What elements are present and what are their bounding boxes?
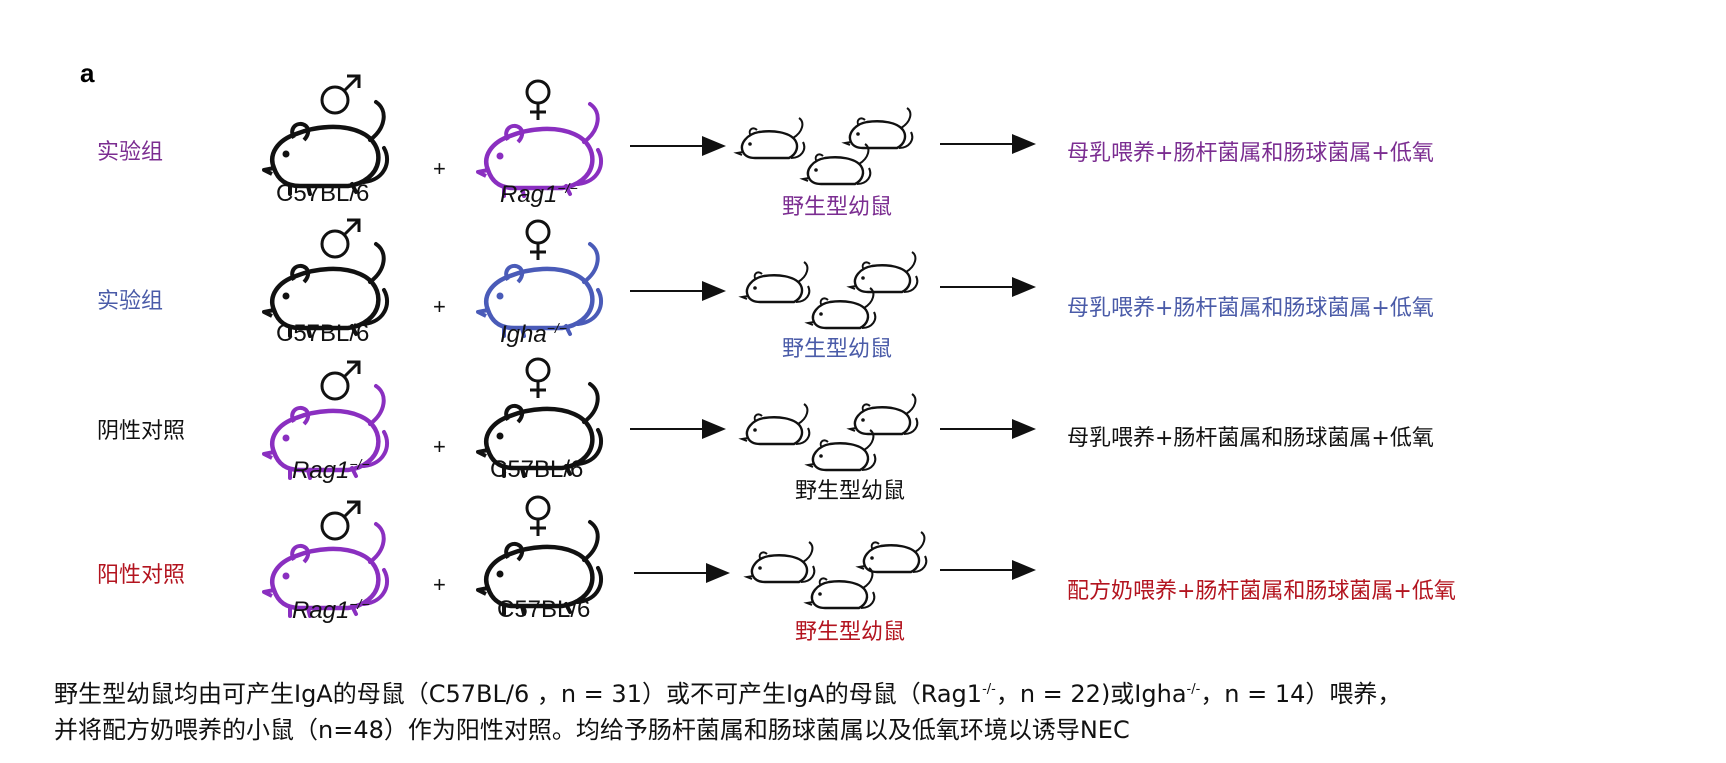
pups-icon bbox=[740, 392, 919, 472]
row4-pups-label: 野生型幼鼠 bbox=[795, 620, 906, 645]
arrow-icon bbox=[630, 281, 726, 301]
row3-plus: + bbox=[433, 434, 446, 459]
panel-label: a bbox=[80, 58, 95, 88]
female-symbol-icon bbox=[525, 357, 551, 398]
female-symbol-icon bbox=[525, 219, 551, 260]
arrow-icon bbox=[940, 419, 1036, 439]
row1-female-strain: Rag1−/− bbox=[500, 180, 578, 208]
row4-male-strain: Rag1−/− bbox=[292, 596, 370, 624]
male-symbol-icon bbox=[320, 218, 361, 259]
row4-group-label: 阳性对照 bbox=[97, 563, 186, 588]
arrow-icon bbox=[940, 560, 1036, 580]
pups-icon bbox=[735, 106, 914, 186]
pups-icon bbox=[740, 250, 919, 330]
male-symbol-icon bbox=[320, 360, 361, 401]
caption-line-1: 野生型幼鼠均由可产生IgA的母鼠（C57BL/6 ，n = 31）或不可产生Ig… bbox=[54, 680, 1402, 708]
arrow-icon bbox=[630, 419, 726, 439]
male-symbol-icon bbox=[320, 74, 361, 115]
row1-pups-label: 野生型幼鼠 bbox=[782, 195, 893, 220]
caption-line-2: 并将配方奶喂养的小鼠（n=48）作为阳性对照。均给予肠杆菌属和肠球菌属以及低氧环… bbox=[54, 716, 1130, 744]
female-symbol-icon bbox=[525, 495, 551, 536]
row3-male-strain: Rag1−/− bbox=[292, 456, 370, 484]
row2-female-strain: Igha−/− bbox=[500, 320, 567, 348]
row3-treatment: 母乳喂养+肠杆菌属和肠球菌属+低氧 bbox=[1067, 426, 1434, 451]
arrow-icon bbox=[634, 563, 730, 583]
row3-female-strain: C57BL/6 bbox=[490, 456, 584, 483]
arrow-icon bbox=[940, 277, 1036, 297]
row4-plus: + bbox=[433, 572, 446, 597]
arrow-icon bbox=[630, 136, 726, 156]
row1-plus: + bbox=[433, 156, 446, 181]
row2-group-label: 实验组 bbox=[97, 289, 164, 314]
row3-group-label: 阴性对照 bbox=[97, 419, 186, 444]
male-symbol-icon bbox=[320, 500, 361, 541]
row2-pups-label: 野生型幼鼠 bbox=[782, 337, 893, 362]
row3-pups-label: 野生型幼鼠 bbox=[795, 479, 906, 504]
row4-female-strain: C57BL/6 bbox=[497, 596, 591, 623]
row1-treatment: 母乳喂养+肠杆菌属和肠球菌属+低氧 bbox=[1067, 141, 1434, 166]
row2-plus: + bbox=[433, 294, 446, 319]
figure-caption: 野生型幼鼠均由可产生IgA的母鼠（C57BL/6 ，n = 31）或不可产生Ig… bbox=[54, 676, 1401, 748]
pups-icon bbox=[745, 530, 928, 610]
row2-male-strain: C57BL/6 bbox=[276, 320, 370, 347]
row2-treatment: 母乳喂养+肠杆菌属和肠球菌属+低氧 bbox=[1067, 296, 1434, 321]
row1-group-label: 实验组 bbox=[97, 140, 164, 165]
row1-male-strain: C57BL/6 bbox=[276, 180, 370, 207]
arrow-icon bbox=[940, 134, 1036, 154]
row4-treatment: 配方奶喂养+肠杆菌属和肠球菌属+低氧 bbox=[1067, 579, 1456, 604]
female-symbol-icon bbox=[525, 79, 551, 120]
